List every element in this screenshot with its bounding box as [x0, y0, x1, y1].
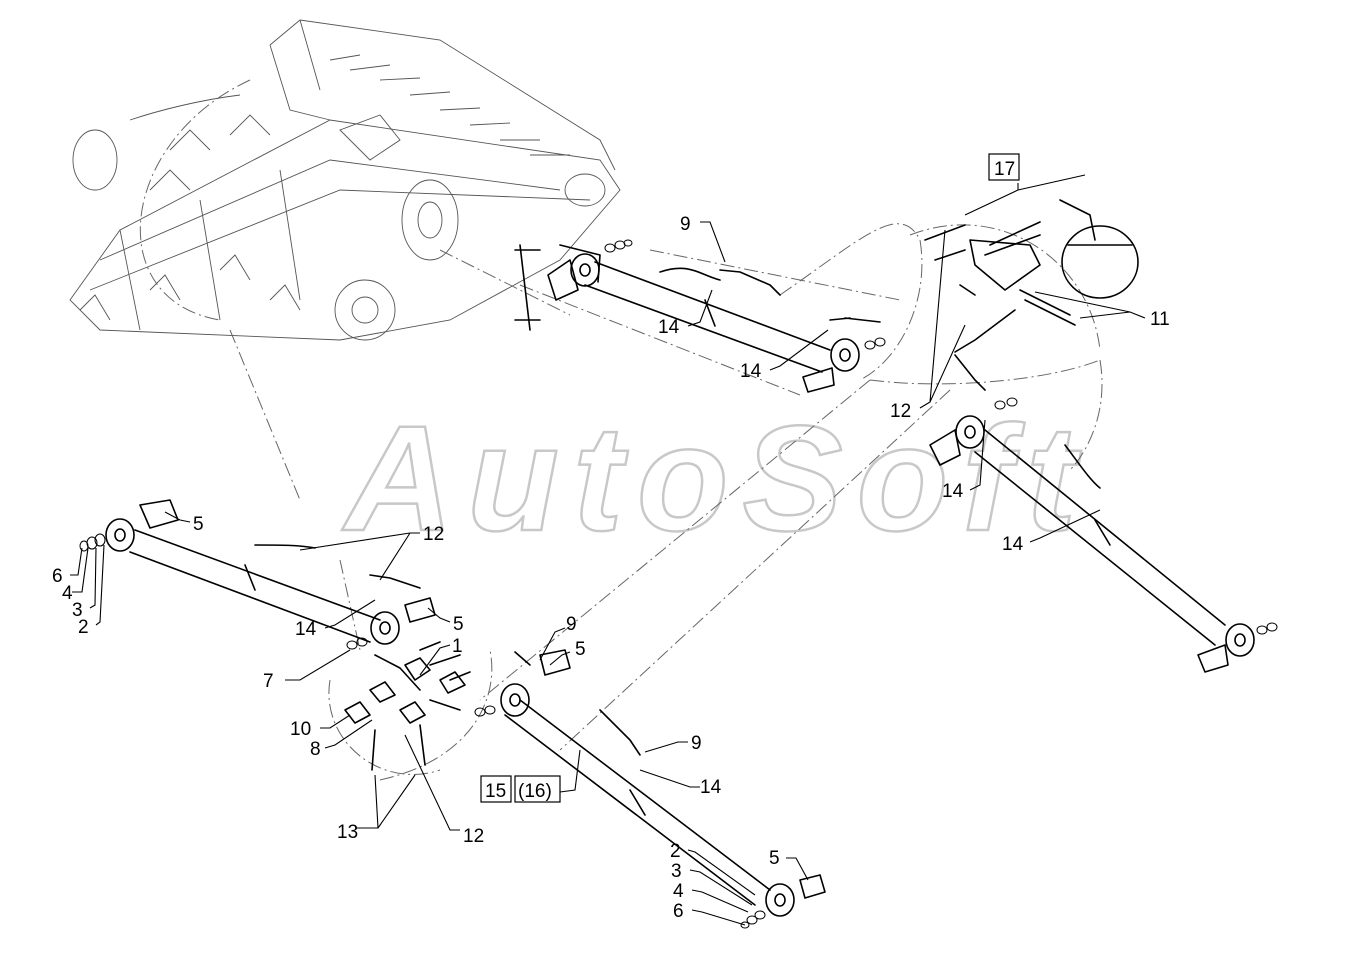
callout-11: 11: [1150, 309, 1170, 330]
callout-12-bottom: 12: [463, 826, 484, 847]
frame-label-16: (16): [514, 775, 561, 803]
callout-5-bottom: 5: [769, 848, 780, 869]
callout-8: 8: [310, 739, 321, 760]
valve-block-assembly: [924, 199, 1139, 391]
callout-14-bottom: 14: [700, 777, 722, 798]
callout-9-top: 9: [680, 214, 691, 235]
callout-2-bottom: 2: [670, 841, 681, 862]
callout-14-right-b: 14: [1002, 534, 1024, 555]
callout-14-top-a: 14: [658, 317, 680, 338]
frame-label-15: 15: [480, 775, 512, 803]
callout-9-mid: 9: [566, 614, 577, 635]
callout-4-bottom: 4: [673, 881, 684, 902]
leader-lines: [70, 174, 1146, 926]
callout-3-bottom: 3: [671, 861, 682, 882]
coupler-cluster: [344, 641, 471, 771]
cylinder-right: [929, 397, 1278, 673]
callout-labels: 9 14 14 11 12 14 14 5 6 4 3 2 12 14 5 1 …: [52, 214, 1170, 922]
callout-5-mid: 5: [575, 639, 586, 660]
frame-label-15-text: 15: [485, 781, 506, 802]
machine-overview-sketch: [69, 19, 621, 341]
cylinder-bottom: [474, 649, 826, 929]
callout-14-right-a: 14: [942, 481, 964, 502]
routing-lines: [139, 79, 1103, 781]
callout-1: 1: [452, 636, 463, 657]
callout-5-left-top: 5: [193, 514, 204, 535]
frame-label-17-text: 17: [994, 159, 1015, 180]
callout-12-right: 12: [890, 401, 911, 422]
callout-6-bottom: 6: [673, 901, 684, 922]
callout-12-left: 12: [423, 524, 444, 545]
frame-label-16-text: (16): [518, 781, 552, 802]
frame-label-17: 17: [988, 153, 1020, 181]
callout-10: 10: [290, 719, 311, 740]
callout-2-left: 2: [78, 617, 89, 638]
callout-14-left: 14: [295, 619, 317, 640]
callout-13: 13: [337, 822, 358, 843]
callout-3-left: 3: [72, 600, 83, 621]
callout-4-left: 4: [62, 583, 73, 604]
watermark-text: AutoSoft: [341, 394, 1090, 562]
cylinder-top: [514, 239, 886, 393]
callout-6-left: 6: [52, 566, 63, 587]
callout-7: 7: [263, 671, 274, 692]
callout-5-left-mid: 5: [453, 614, 464, 635]
callout-9-bottom: 9: [691, 733, 702, 754]
callout-14-top-b: 14: [740, 361, 762, 382]
